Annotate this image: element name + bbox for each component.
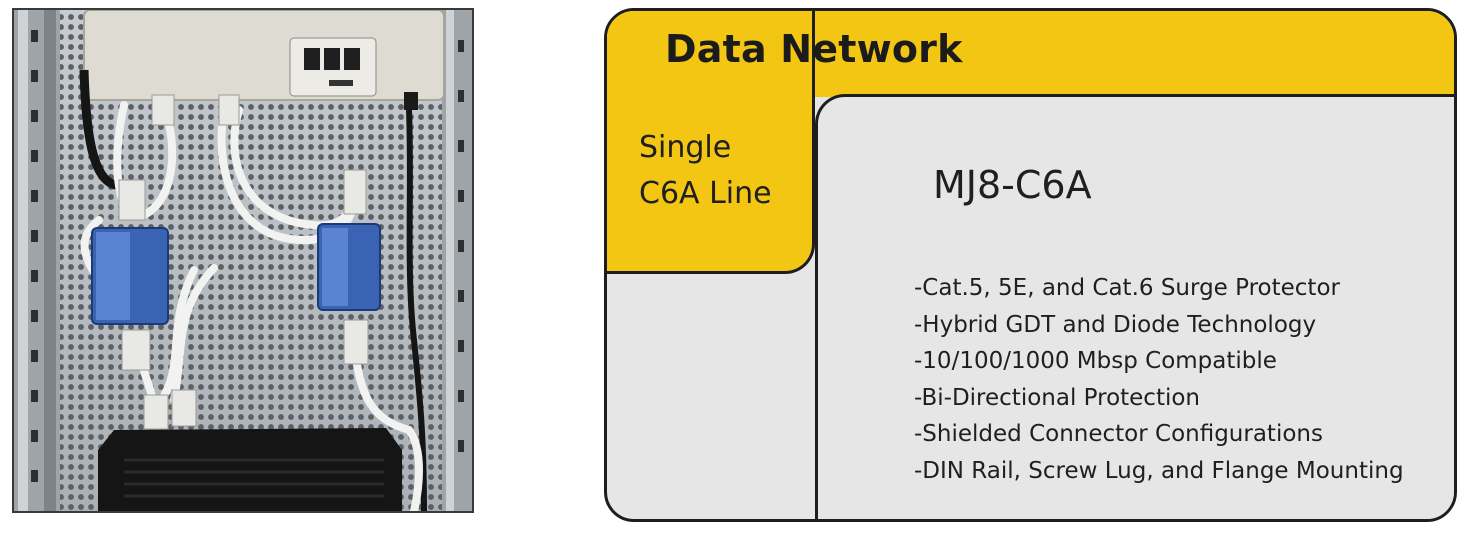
surge-protector-module-left: [91, 227, 169, 325]
product-category: Single C6A Line: [639, 125, 772, 217]
surge-protector-installation-photo: [14, 10, 472, 511]
category-line-2: C6A Line: [639, 176, 772, 211]
category-tab: [607, 11, 815, 274]
top-patch-device: [83, 10, 445, 110]
card-title: Data Network: [665, 27, 963, 71]
feature-item: -Cat.5, 5E, and Cat.6 Surge Protector: [914, 275, 1340, 301]
feature-item: -10/100/1000 Mbsp Compatible: [914, 348, 1277, 374]
model-number: MJ8-C6A: [933, 163, 1092, 207]
feature-item: -Shielded Connector Configurations: [914, 421, 1323, 447]
product-installation-photo: [12, 8, 474, 513]
details-panel: [815, 94, 1454, 519]
product-info-card: Data Network Single C6A Line MJ8-C6A -Ca…: [604, 8, 1457, 522]
category-line-1: Single: [639, 130, 732, 165]
rack-rail-right: [442, 10, 472, 511]
feature-item: -DIN Rail, Screw Lug, and Flange Mountin…: [914, 457, 1404, 484]
network-switch: [98, 428, 402, 511]
feature-item: -Hybrid GDT and Diode Technology: [914, 311, 1317, 338]
feature-item: -Bi-Directional Protection: [914, 384, 1201, 411]
feature-list: -Cat.5, 5E, and Cat.6 Surge Protector -H…: [914, 270, 1404, 489]
surge-protector-module-right: [317, 223, 381, 311]
rack-rail-left: [14, 10, 60, 511]
